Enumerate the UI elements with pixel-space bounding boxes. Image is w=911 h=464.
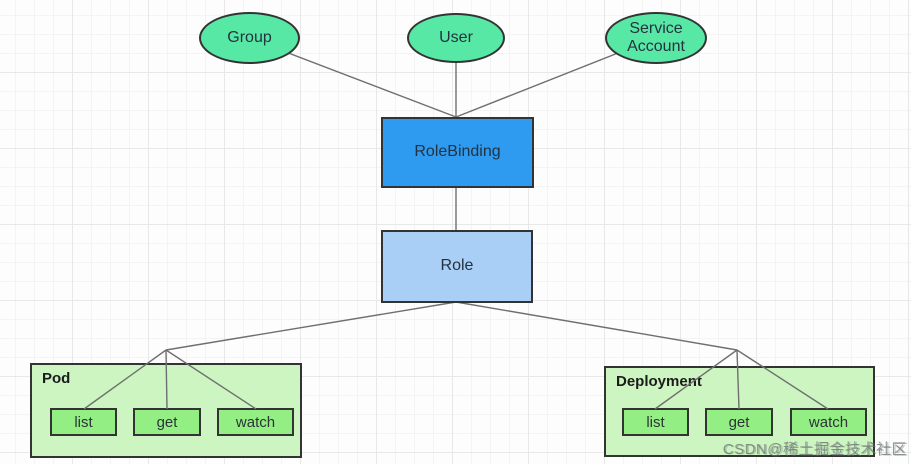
watermark: CSDN@稀土掘金技术社区: [722, 441, 907, 458]
node-service-account: Service Account: [605, 12, 707, 64]
verb-deployment-watch: watch: [790, 408, 867, 436]
edge-role-to-pod: [165, 301, 457, 351]
node-role: Role: [381, 230, 533, 303]
verb-deployment-list: list: [622, 408, 689, 436]
verb-pod-get: get: [133, 408, 201, 436]
verb-pod-watch: watch: [217, 408, 294, 436]
resource-deployment-title: Deployment: [616, 373, 702, 390]
resource-pod-title: Pod: [42, 370, 71, 387]
edge-role-to-deployment: [455, 301, 738, 351]
node-rolebinding: RoleBinding: [381, 117, 534, 188]
node-user: User: [407, 13, 505, 63]
verb-deployment-get: get: [705, 408, 773, 436]
node-group: Group: [199, 12, 300, 64]
verb-pod-list: list: [50, 408, 117, 436]
